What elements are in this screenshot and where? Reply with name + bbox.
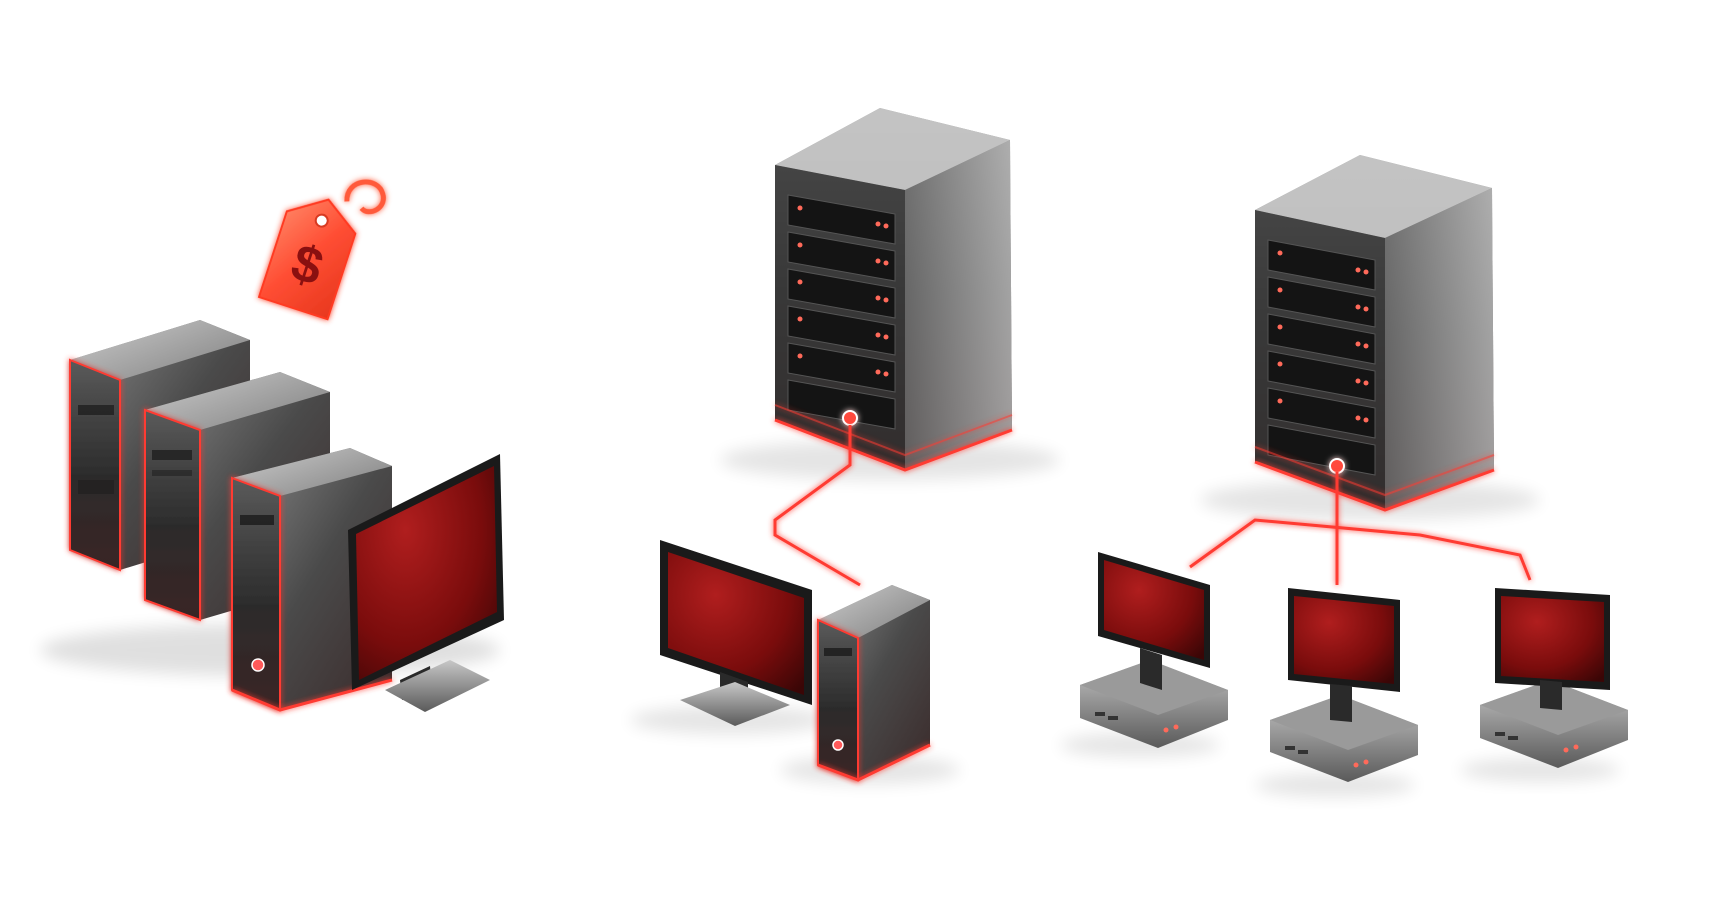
power-led-icon <box>251 658 265 672</box>
network-cable <box>773 425 861 587</box>
monitor-screen <box>1104 560 1204 660</box>
monitor-screen <box>668 552 804 695</box>
monitor-screen <box>1501 596 1604 682</box>
client-monitor <box>630 540 830 734</box>
monitor-screen <box>1294 596 1394 684</box>
client-tower-case <box>780 585 960 784</box>
group-server-multiple-clients <box>1060 155 1628 797</box>
server-drive-bays <box>787 194 896 430</box>
power-led-icon <box>832 739 844 751</box>
server-drive-bays <box>1267 239 1376 476</box>
network-cable <box>1189 472 1532 585</box>
rack-server <box>774 108 1013 472</box>
monitor-screen <box>356 466 497 680</box>
network-port-icon <box>842 410 858 426</box>
group-standalone-computers: $ <box>40 179 504 712</box>
monitor <box>348 454 504 712</box>
network-port-icon <box>1329 458 1345 474</box>
thin-client-left <box>1060 552 1228 757</box>
tower-case-front <box>231 448 393 712</box>
price-tag-icon: $ <box>257 179 386 321</box>
rack-server <box>1254 155 1495 512</box>
thin-client-right <box>1460 588 1628 782</box>
group-server-single-client <box>630 108 1060 784</box>
thin-client-middle <box>1255 588 1418 797</box>
